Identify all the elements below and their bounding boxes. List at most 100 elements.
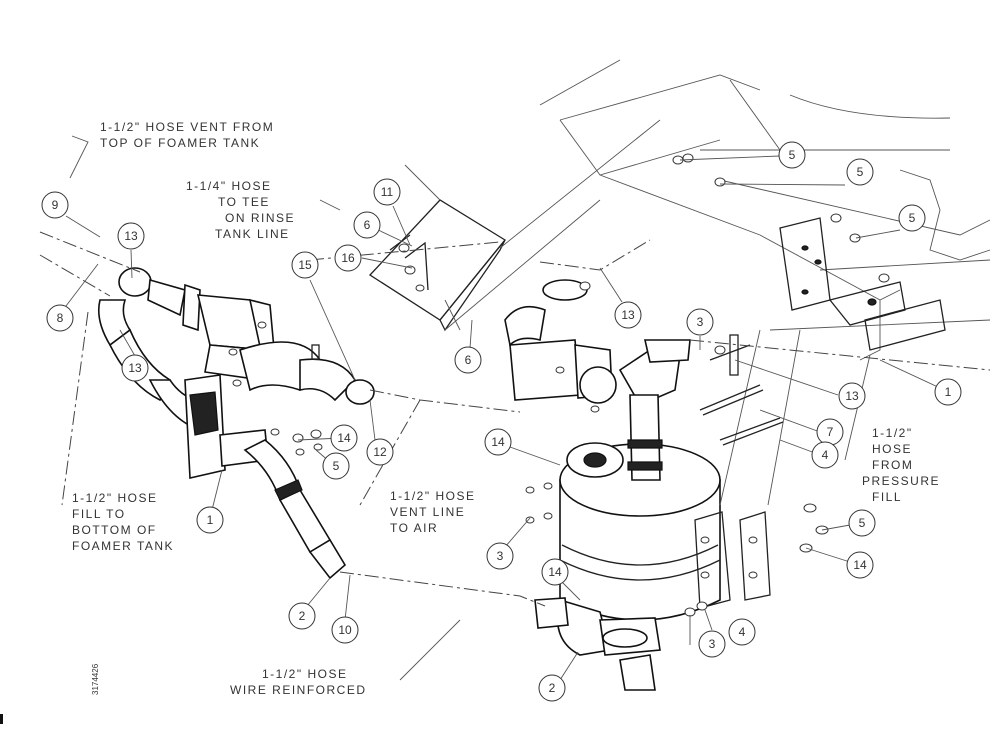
balloon-13: 13: [614, 301, 642, 329]
note-line: TO AIR: [390, 521, 438, 535]
note-line: WIRE REINFORCED: [230, 683, 367, 697]
hardware: [525, 155, 829, 617]
balloon-11: 11: [373, 178, 401, 206]
note-line: BOTTOM OF: [72, 523, 157, 537]
note-line: FILL TO: [72, 507, 126, 521]
balloon-label: 8: [57, 311, 64, 325]
note-vent-top: 1-1/2" HOSE VENT FROM TOP OF FOAMER TANK: [100, 120, 274, 150]
note-line: 1-1/2" HOSE: [262, 667, 347, 681]
balloon-2: 2: [538, 674, 566, 702]
balloon-label: 5: [857, 165, 864, 179]
balloon-label: 1: [207, 513, 214, 527]
balloon-7: 7: [816, 418, 844, 446]
balloon-3: 3: [686, 308, 714, 336]
note-line: FILL: [872, 490, 902, 504]
note-line: PRESSURE: [862, 474, 940, 488]
balloon-12: 12: [366, 438, 394, 466]
balloon-label: 3: [497, 549, 504, 563]
balloon-label: 5: [909, 211, 916, 225]
note-line: TANK LINE: [215, 227, 290, 241]
balloon-5: 5: [898, 204, 926, 232]
note-line: FROM: [872, 458, 913, 472]
balloon-5: 5: [778, 141, 806, 169]
balloon-4: 4: [811, 441, 839, 469]
center-valve-assembly: [504, 279, 691, 413]
balloon-label: 13: [124, 229, 138, 243]
note-wire-reinforced: 1-1/2" HOSE WIRE REINFORCED: [230, 667, 367, 697]
note-line: HOSE: [872, 442, 912, 456]
balloon-label: 15: [298, 258, 312, 272]
leader-lines: [65, 155, 941, 681]
balloon-label: 3: [697, 315, 704, 329]
balloon-label: 14: [853, 558, 867, 572]
balloon-label: 5: [859, 516, 866, 530]
balloon-label: 6: [465, 353, 472, 367]
balloon-10: 10: [331, 616, 359, 644]
balloon-label: 12: [373, 445, 387, 459]
note-rinse-tank: 1-1/4" HOSE TO TEE ON RINSE TANK LINE: [186, 179, 295, 241]
note-line: VENT LINE: [390, 505, 465, 519]
note-line: ON RINSE: [225, 211, 295, 225]
balloon-5: 5: [322, 452, 350, 480]
balloon-label: 4: [739, 625, 746, 639]
balloon-label: 5: [333, 459, 340, 473]
balloon-label: 14: [337, 431, 351, 445]
balloon-label: 14: [548, 565, 562, 579]
balloon-14: 14: [330, 424, 358, 452]
balloon-8: 8: [46, 304, 74, 332]
balloon-13: 13: [121, 354, 149, 382]
balloon-label: 9: [52, 198, 59, 212]
balloon-1: 1: [934, 378, 962, 406]
callout-balloons: 9 8 13 13 15 11 6 16 6 13 5 5 5 3 13 1 7…: [41, 141, 962, 702]
balloon-5: 5: [846, 158, 874, 186]
balloon-label: 6: [364, 218, 371, 232]
note-line: 1-1/2": [872, 426, 913, 440]
balloon-3: 3: [486, 542, 514, 570]
balloon-label: 1: [945, 385, 952, 399]
balloon-label: 16: [341, 251, 355, 265]
balloon-label: 13: [621, 308, 635, 322]
balloon-6: 6: [353, 211, 381, 239]
balloon-14: 14: [846, 551, 874, 579]
balloon-3: 3: [698, 630, 726, 658]
balloon-2: 2: [288, 602, 316, 630]
note-line: TO TEE: [218, 195, 270, 209]
balloon-6: 6: [454, 346, 482, 374]
balloon-9: 9: [41, 191, 69, 219]
balloon-label: 13: [128, 361, 142, 375]
drawing-code: 3174426: [91, 663, 100, 695]
note-vent-air: 1-1/2" HOSE VENT LINE TO AIR: [390, 489, 475, 535]
balloon-14: 14: [541, 558, 569, 586]
edge-mark: [0, 714, 3, 724]
note-line: 1-1/2" HOSE VENT FROM: [100, 120, 274, 134]
chassis-frame: [539, 59, 991, 361]
left-valve-assembly: [97, 267, 375, 580]
balloon-label: 11: [381, 185, 394, 199]
note-line: 1-1/2" HOSE: [390, 489, 475, 503]
balloon-label: 4: [822, 448, 829, 462]
mounting-bracket: [368, 119, 661, 332]
balloon-14: 14: [484, 428, 512, 456]
balloon-label: 10: [338, 623, 352, 637]
balloon-label: 3: [709, 637, 716, 651]
balloon-5: 5: [848, 509, 876, 537]
balloon-label: 2: [549, 681, 556, 695]
note-line: TOP OF FOAMER TANK: [100, 136, 260, 150]
balloon-label: 7: [827, 425, 834, 439]
balloon-4: 4: [728, 618, 756, 646]
note-pressure-fill: 1-1/2" HOSE FROM PRESSURE FILL: [862, 426, 940, 504]
balloon-1: 1: [196, 506, 224, 534]
balloon-label: 14: [491, 435, 505, 449]
balloon-label: 5: [789, 148, 796, 162]
balloon-15: 15: [291, 251, 319, 279]
note-fill-bottom: 1-1/2" HOSE FILL TO BOTTOM OF FOAMER TAN…: [72, 491, 174, 553]
balloon-13: 13: [838, 382, 866, 410]
note-line: FOAMER TANK: [72, 539, 174, 553]
balloon-label: 2: [299, 609, 306, 623]
balloon-label: 13: [845, 389, 859, 403]
balloon-13: 13: [117, 222, 145, 250]
balloon-16: 16: [334, 244, 362, 272]
note-line: 1-1/2" HOSE: [72, 491, 157, 505]
